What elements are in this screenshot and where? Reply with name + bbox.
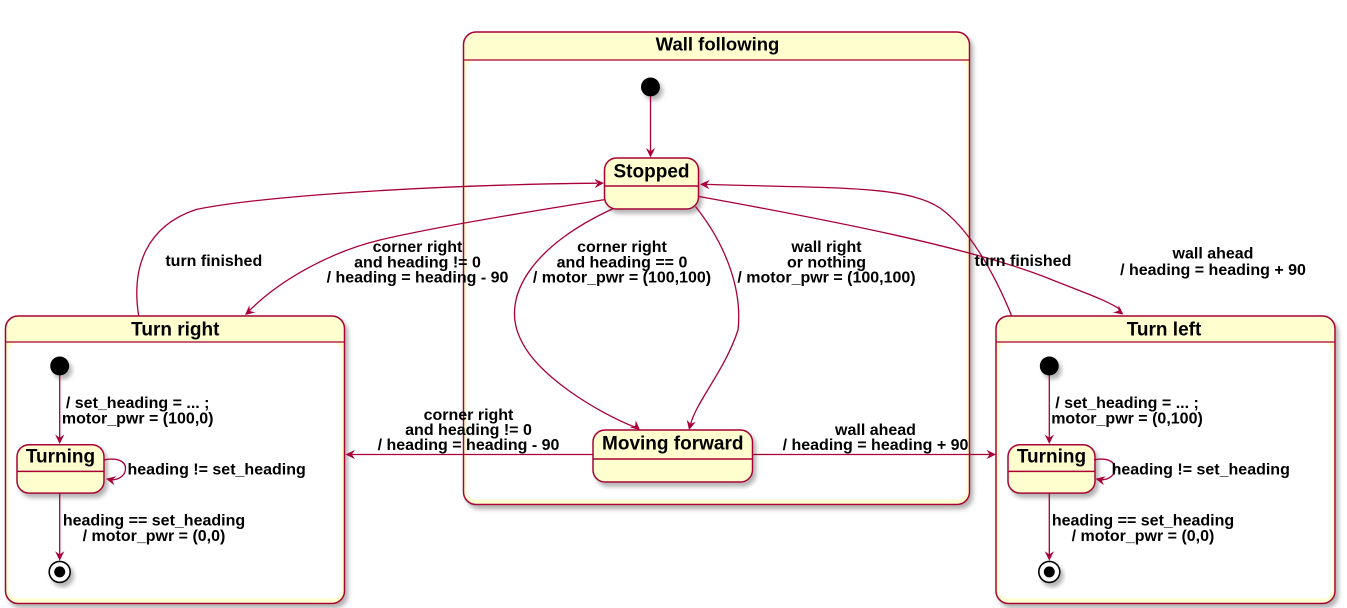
svg-text:Turning: Turning bbox=[26, 447, 95, 468]
svg-text:/ heading = heading - 90: / heading = heading - 90 bbox=[378, 437, 560, 454]
svg-text:heading == set_heading: heading == set_heading bbox=[63, 513, 245, 530]
svg-text:/ motor_pwr = (0,0): / motor_pwr = (0,0) bbox=[83, 528, 226, 545]
svg-text:heading == set_heading: heading == set_heading bbox=[1052, 513, 1234, 530]
svg-text:wall ahead: wall ahead bbox=[834, 422, 916, 439]
svg-text:Turn right: Turn right bbox=[131, 319, 220, 340]
svg-text:/ heading = heading + 90: / heading = heading + 90 bbox=[783, 437, 969, 454]
svg-text:and heading == 0: and heading == 0 bbox=[557, 254, 688, 271]
svg-text:motor_pwr = (0,100): motor_pwr = (0,100) bbox=[1051, 410, 1203, 427]
svg-text:or nothing: or nothing bbox=[787, 254, 866, 271]
svg-text:/ set_heading = ... ;: / set_heading = ... ; bbox=[1055, 395, 1199, 412]
svg-text:heading != set_heading: heading != set_heading bbox=[128, 461, 306, 478]
svg-text:/ heading = heading + 90: / heading = heading + 90 bbox=[1120, 262, 1306, 279]
svg-text:wall ahead: wall ahead bbox=[1172, 245, 1254, 262]
svg-text:/ set_heading = ... ;: / set_heading = ... ; bbox=[66, 395, 210, 412]
svg-text:wall right: wall right bbox=[790, 239, 862, 256]
svg-text:and heading != 0: and heading != 0 bbox=[354, 254, 481, 271]
svg-text:Wall following: Wall following bbox=[656, 34, 780, 55]
svg-text:Turning: Turning bbox=[1017, 447, 1086, 468]
svg-text:motor_pwr = (100,0): motor_pwr = (100,0) bbox=[62, 410, 214, 427]
svg-text:/ heading = heading - 90: / heading = heading - 90 bbox=[327, 270, 509, 287]
svg-text:and heading != 0: and heading != 0 bbox=[405, 422, 532, 439]
svg-text:heading != set_heading: heading != set_heading bbox=[1112, 461, 1290, 478]
svg-text:corner right: corner right bbox=[373, 239, 463, 256]
svg-text:corner right: corner right bbox=[577, 239, 667, 256]
svg-text:Stopped: Stopped bbox=[614, 161, 690, 182]
svg-text:/ motor_pwr = (0,0): / motor_pwr = (0,0) bbox=[1072, 528, 1215, 545]
svg-text:/ motor_pwr = (100,100): / motor_pwr = (100,100) bbox=[737, 270, 915, 287]
svg-text:Turn left: Turn left bbox=[1127, 319, 1202, 340]
svg-text:corner right: corner right bbox=[424, 407, 514, 424]
svg-text:turn finished: turn finished bbox=[974, 253, 1071, 270]
svg-text:/ motor_pwr = (100,100): / motor_pwr = (100,100) bbox=[533, 270, 711, 287]
svg-text:turn finished: turn finished bbox=[165, 253, 262, 270]
svg-text:Moving forward: Moving forward bbox=[602, 434, 743, 455]
